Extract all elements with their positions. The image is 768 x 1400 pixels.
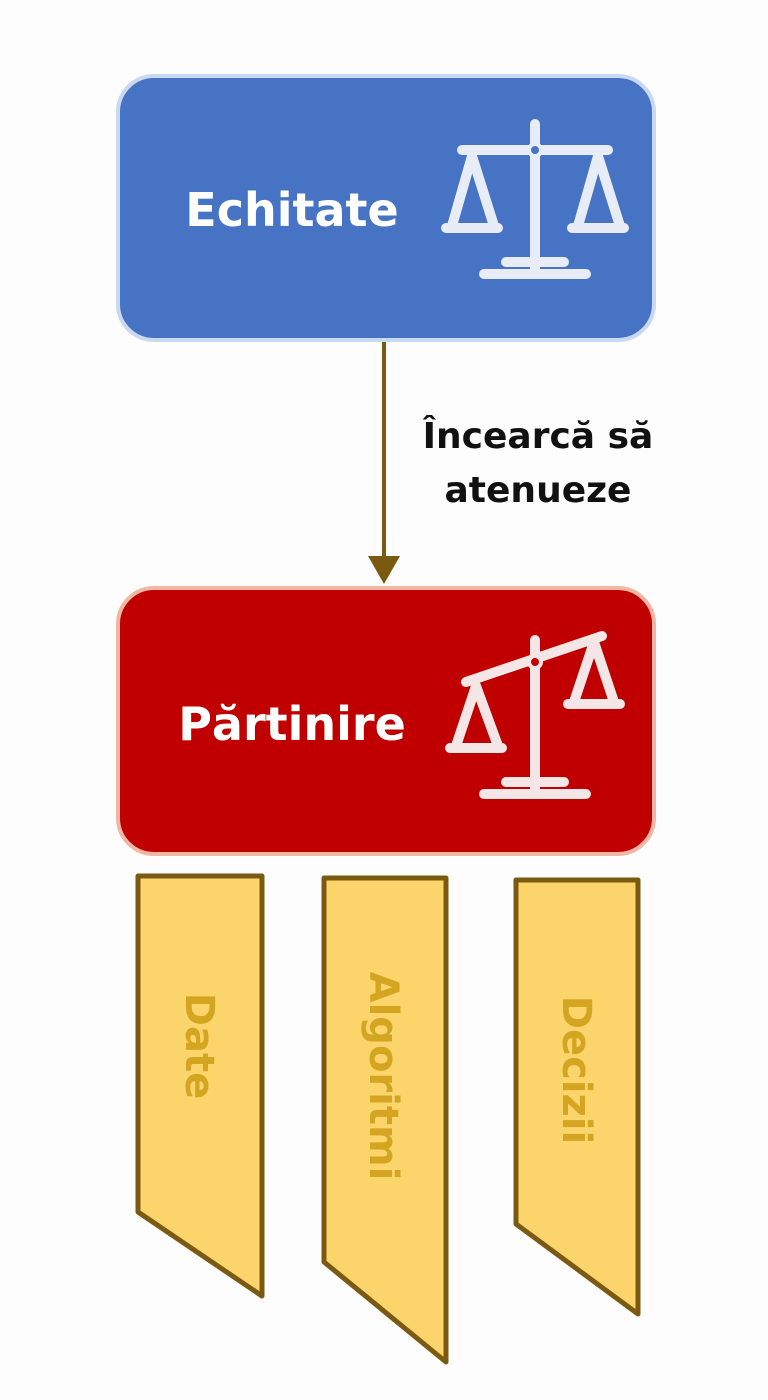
arrow-down-icon [368,556,400,584]
edge-mitigates-label-line1: Încearcă să [423,415,654,457]
ribbon-decizii-label: Decizii [553,996,599,1144]
edge-mitigates: Încearcă să atenueze [368,342,653,584]
ribbon-algoritmi: Algoritmi [321,875,449,1365]
edge-mitigates-label-line2: atenueze [445,470,632,511]
ribbon-algoritmi-label: Algoritmi [360,972,406,1181]
node-bias-label: Părtinire [178,697,406,751]
scale-pivot-icon [527,142,543,158]
tilted-scale-icon [445,631,625,799]
ribbon-decizii: Decizii [513,877,641,1317]
node-fairness: Echitate [116,74,656,342]
node-bias-box [116,586,656,856]
node-fairness-label: Echitate [185,183,398,237]
node-bias: Părtinire [116,586,656,856]
tilted-scale-pivot-icon [527,654,543,670]
ribbon-date-label: Date [176,993,222,1099]
ribbon-algoritmi-shape [321,875,449,1365]
ribbon-date-shape [135,873,265,1299]
ribbon-date: Date [135,873,265,1299]
ribbon-decizii-shape [513,877,641,1317]
